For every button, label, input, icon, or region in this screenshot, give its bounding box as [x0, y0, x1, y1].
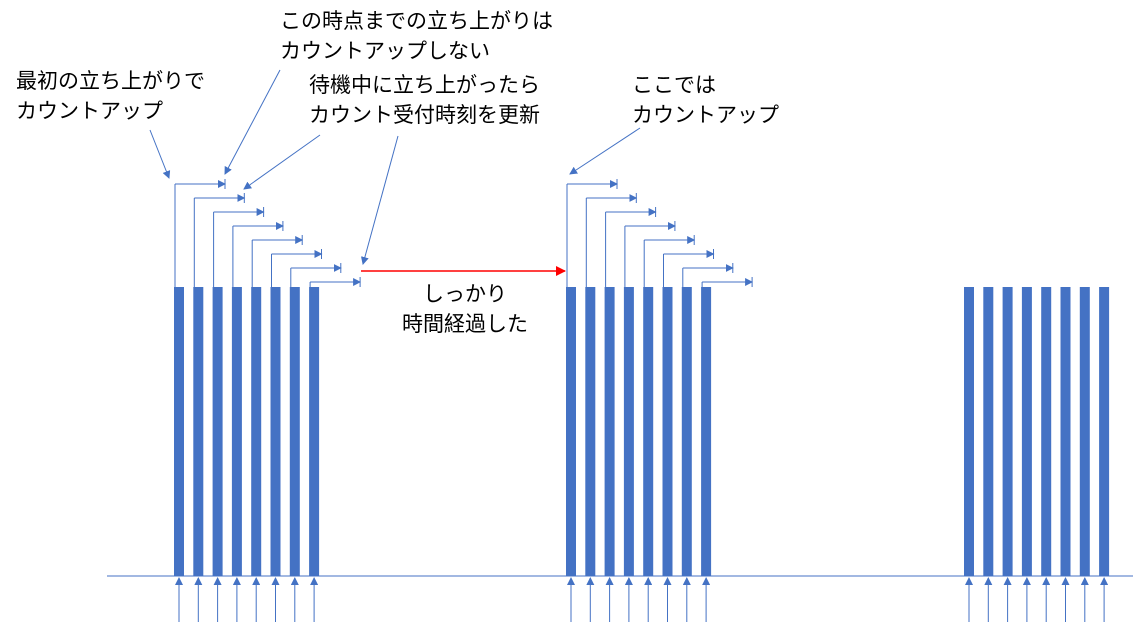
group-2-pulse-5	[643, 287, 654, 576]
group-1-pulse-3	[212, 287, 223, 576]
group-2-pulse-8	[701, 287, 712, 576]
annotation-count-here: ここでは カウントアップ	[632, 70, 779, 130]
callout-update-time-b	[360, 135, 399, 265]
callout-first-rise	[149, 129, 171, 179]
annotation-count-here-line2: カウントアップ	[632, 103, 779, 127]
annotation-no-count-line1: この時点までの立ち上がりは	[280, 9, 553, 33]
annotation-no-count-line2: カウントアップしない	[280, 39, 490, 63]
group-3-pulse-3	[1002, 287, 1013, 576]
group-3-pulse-6	[1060, 287, 1071, 576]
group-2-pulse-4	[623, 287, 634, 576]
group-3-pulse-8	[1099, 287, 1110, 576]
group-2-pulse-7	[681, 287, 692, 576]
group-3-pulse-7	[1079, 287, 1090, 576]
annotation-update-time-line2: カウント受付時刻を更新	[309, 103, 540, 127]
annotation-count-here-line1: ここでは	[632, 73, 716, 97]
annotation-first-rise-line1: 最初の立ち上がりで	[16, 69, 205, 93]
callout-update-time-a	[243, 134, 321, 190]
group-1-pulse-6	[270, 287, 281, 576]
annotation-update-time-line1: 待機中に立ち上がったら	[309, 73, 540, 97]
group-1-pulse-5	[251, 287, 262, 576]
group-3-pulse-4	[1021, 287, 1032, 576]
annotation-elapsed-line1: しっかり	[423, 282, 507, 306]
group-2-pulse-1	[566, 287, 576, 576]
callout-count-here	[569, 127, 641, 175]
group-3-pulse-5	[1041, 287, 1052, 576]
group-1-pulse-4	[231, 287, 242, 576]
group-1-pulse-1	[174, 287, 184, 576]
annotation-no-count-until-now: この時点までの立ち上がりは カウントアップしない	[280, 6, 553, 66]
group-2-pulse-2	[585, 287, 596, 576]
annotation-elapsed-line2: 時間経過した	[402, 312, 528, 336]
annotation-first-rise-line2: カウントアップ	[16, 99, 163, 123]
annotation-update-time: 待機中に立ち上がったら カウント受付時刻を更新	[309, 70, 540, 130]
group-1-pulse-7	[289, 287, 300, 576]
callout-no-count	[224, 69, 281, 175]
group-1-pulse-8	[309, 287, 320, 576]
annotation-elapsed: しっかり 時間経過した	[385, 279, 545, 339]
group-2-pulse-6	[662, 287, 673, 576]
group-3-pulse-2	[983, 287, 994, 576]
group-2-pulse-3	[604, 287, 615, 576]
annotation-first-rise: 最初の立ち上がりで カウントアップ	[16, 66, 205, 126]
group-1-pulse-2	[193, 287, 204, 576]
group-3-pulse-1	[964, 287, 974, 576]
